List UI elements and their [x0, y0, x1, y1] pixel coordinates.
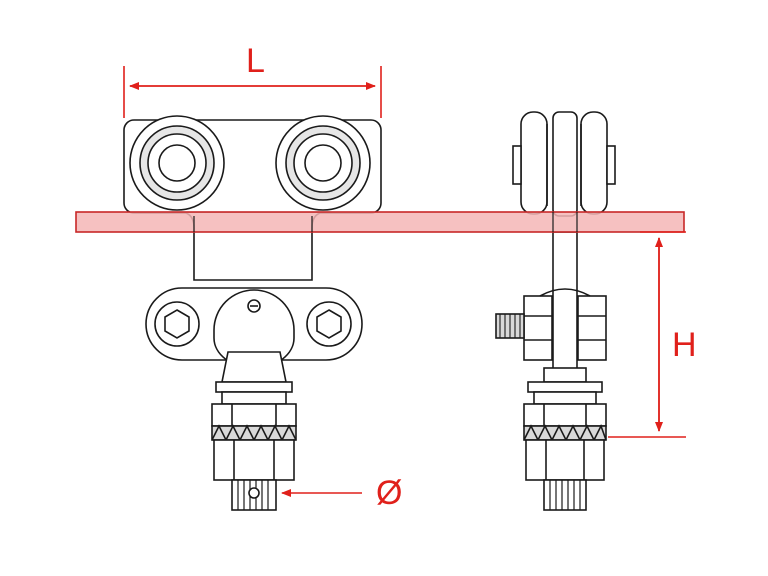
pivot-washer	[215, 381, 293, 393]
pivot-collar	[221, 351, 287, 383]
pivot-ring	[221, 391, 287, 405]
right-wheel	[275, 115, 371, 211]
side-threaded-stud	[543, 479, 587, 511]
side-stem	[552, 231, 578, 383]
side-washer	[527, 381, 603, 393]
upper-hex-nut	[211, 403, 297, 427]
length-label: L	[246, 42, 265, 80]
side-hex-nut-left	[523, 295, 553, 361]
side-collar	[543, 367, 587, 383]
stud-hole	[248, 487, 260, 499]
side-ring	[533, 391, 597, 405]
side-upper-hex-nut	[523, 403, 607, 427]
side-wheel-right	[580, 111, 608, 215]
side-wheel-left	[520, 111, 548, 215]
front-view	[123, 115, 382, 511]
side-view	[495, 111, 616, 511]
height-label: H	[672, 326, 697, 364]
lower-hex-nut	[213, 439, 295, 481]
rail	[75, 211, 685, 233]
side-center-plate	[552, 111, 578, 217]
left-wheel	[129, 115, 225, 211]
dimension-h	[608, 231, 686, 438]
rail-hidden-lines	[193, 212, 578, 232]
side-hex-nut-right	[577, 295, 607, 361]
central-boss	[213, 289, 295, 369]
diameter-label: Ø	[376, 474, 403, 512]
stud-threads	[237, 480, 269, 510]
right-hex-bolt	[306, 301, 352, 347]
dimension-l	[123, 66, 382, 118]
side-lower-hex-nut	[525, 439, 605, 481]
left-hex-bolt	[154, 301, 200, 347]
